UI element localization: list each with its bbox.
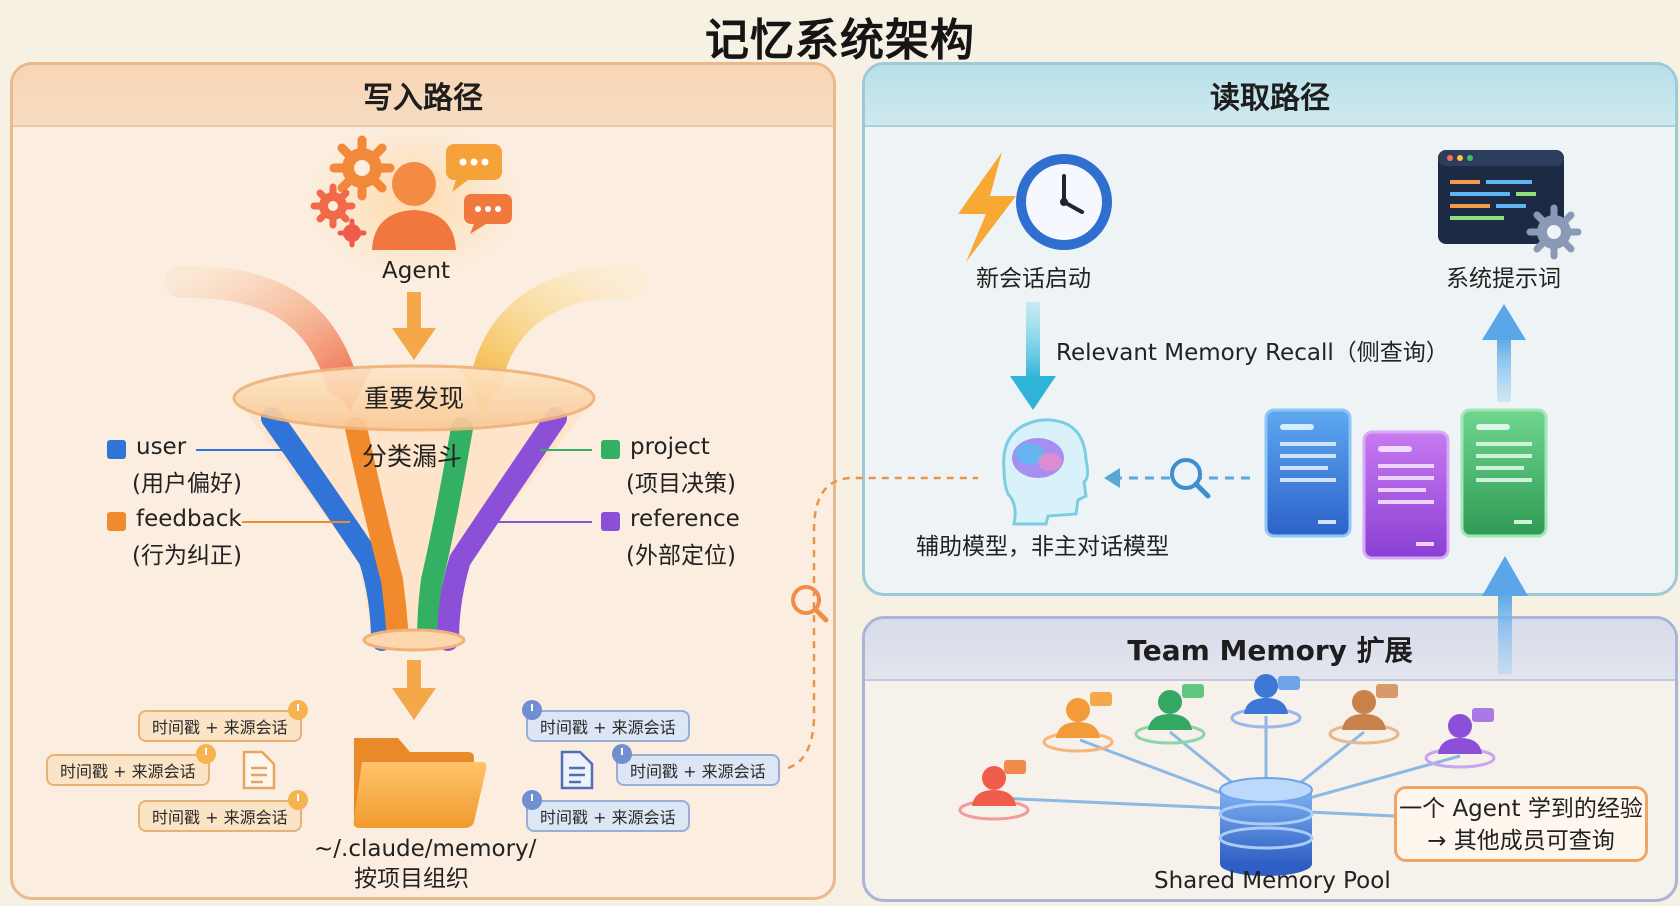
magnifier-icon (1170, 458, 1211, 499)
clock-icon (288, 700, 308, 720)
category-reference-name: reference (630, 506, 740, 532)
arrow-left-icon (1104, 468, 1120, 488)
memory-card-icon (1264, 408, 1352, 538)
memory-card-icon (1362, 430, 1450, 560)
team-callout: 一个 Agent 学到的经验 → 其他成员可查询 (1394, 786, 1648, 862)
gear-icon (1526, 204, 1582, 260)
alarm-clock-icon (1016, 154, 1112, 250)
funnel-body (236, 398, 594, 640)
arrow-down-icon (392, 292, 436, 360)
arrow-up-icon (1482, 556, 1528, 596)
clock-icon (288, 790, 308, 810)
team-member-icon (1230, 674, 1302, 729)
write-path-header: 写入路径 (13, 65, 833, 127)
category-user-desc: (用户偏好) (132, 471, 242, 497)
category-user-name: user (136, 434, 187, 460)
arrow-down-icon (1010, 376, 1056, 410)
page-title: 记忆系统架构 (705, 15, 975, 66)
metadata-tag: 时间戳 + 来源会话 (138, 710, 302, 742)
chat-bubble-icon (446, 144, 502, 192)
team-member-icon (1424, 708, 1496, 769)
recall-label: Relevant Memory Recall（侧查询） (1056, 340, 1449, 366)
funnel-outlet (362, 628, 466, 652)
agent-avatar-icon (372, 162, 456, 250)
legend-swatch-reference (601, 512, 620, 531)
document-icon (560, 750, 594, 790)
strand-feedback (345, 417, 409, 651)
dashed-query-link (787, 476, 978, 770)
clock-icon (612, 744, 632, 764)
lightning-icon (958, 152, 1016, 262)
metadata-tag: 时间戳 + 来源会话 (616, 754, 780, 786)
legend-swatch-feedback (107, 512, 126, 531)
gear-icon (329, 135, 395, 201)
terminal-window-icon (1438, 150, 1564, 244)
document-icon (242, 750, 276, 790)
gear-icon (337, 218, 367, 248)
system-prompt-label: 系统提示词 (1446, 266, 1561, 292)
chat-bubble-icon (464, 194, 512, 234)
metadata-tag: 时间戳 + 来源会话 (526, 800, 690, 832)
database-icon (1218, 777, 1314, 876)
storage-path: ~/.claude/memory/ (314, 836, 537, 862)
metadata-tag: 时间戳 + 来源会话 (46, 754, 210, 786)
team-member-icon (1328, 684, 1400, 745)
agent-label: Agent (382, 258, 451, 284)
new-session-label: 新会话启动 (976, 266, 1091, 292)
clock-icon (522, 700, 542, 720)
team-memory-header: Team Memory 扩展 (865, 619, 1675, 681)
arrow-down-icon (392, 660, 436, 720)
memory-card-icon (1460, 408, 1548, 538)
arrow-up-icon (1482, 304, 1526, 340)
funnel-label: 分类漏斗 (362, 442, 463, 471)
category-reference-desc: (外部定位) (626, 543, 736, 569)
team-arrow-shaft (1498, 592, 1512, 674)
strand-project (417, 417, 473, 651)
brain-head-icon (1002, 418, 1090, 526)
category-feedback-name: feedback (136, 506, 242, 532)
magnifier-icon (791, 585, 829, 623)
gear-icon (310, 183, 356, 229)
clock-icon (522, 790, 542, 810)
legend-swatch-project (601, 440, 620, 459)
strand-user (261, 407, 393, 651)
team-member-icon (958, 760, 1030, 821)
incoming-flow-right (470, 265, 646, 398)
category-feedback-desc: (行为纠正) (132, 543, 242, 569)
callout-line-2: → 其他成员可查询 (1427, 828, 1615, 854)
funnel-top-label: 重要发现 (364, 384, 465, 413)
metadata-tag: 时间戳 + 来源会话 (526, 710, 690, 742)
aux-model-label: 辅助模型，非主对话模型 (916, 534, 1169, 560)
incoming-flow-left (164, 265, 358, 398)
read-path-header: 读取路径 (865, 65, 1675, 127)
storage-desc: 按项目组织 (354, 866, 469, 892)
shared-pool-label: Shared Memory Pool (1154, 868, 1391, 894)
category-project-desc: (项目决策) (626, 471, 736, 497)
funnel-rim (232, 364, 596, 432)
clock-icon (196, 744, 216, 764)
category-project-name: project (630, 434, 710, 460)
callout-line-1: 一个 Agent 学到的经验 (1399, 796, 1643, 822)
team-member-icon (1042, 692, 1114, 753)
recall-arrow-shaft (1026, 302, 1040, 378)
folder-icon (353, 738, 487, 828)
metadata-tag: 时间戳 + 来源会话 (138, 800, 302, 832)
strand-reference (437, 407, 567, 651)
team-member-icon (1134, 684, 1206, 745)
prompt-arrow-shaft (1497, 336, 1511, 402)
legend-swatch-user (107, 440, 126, 459)
